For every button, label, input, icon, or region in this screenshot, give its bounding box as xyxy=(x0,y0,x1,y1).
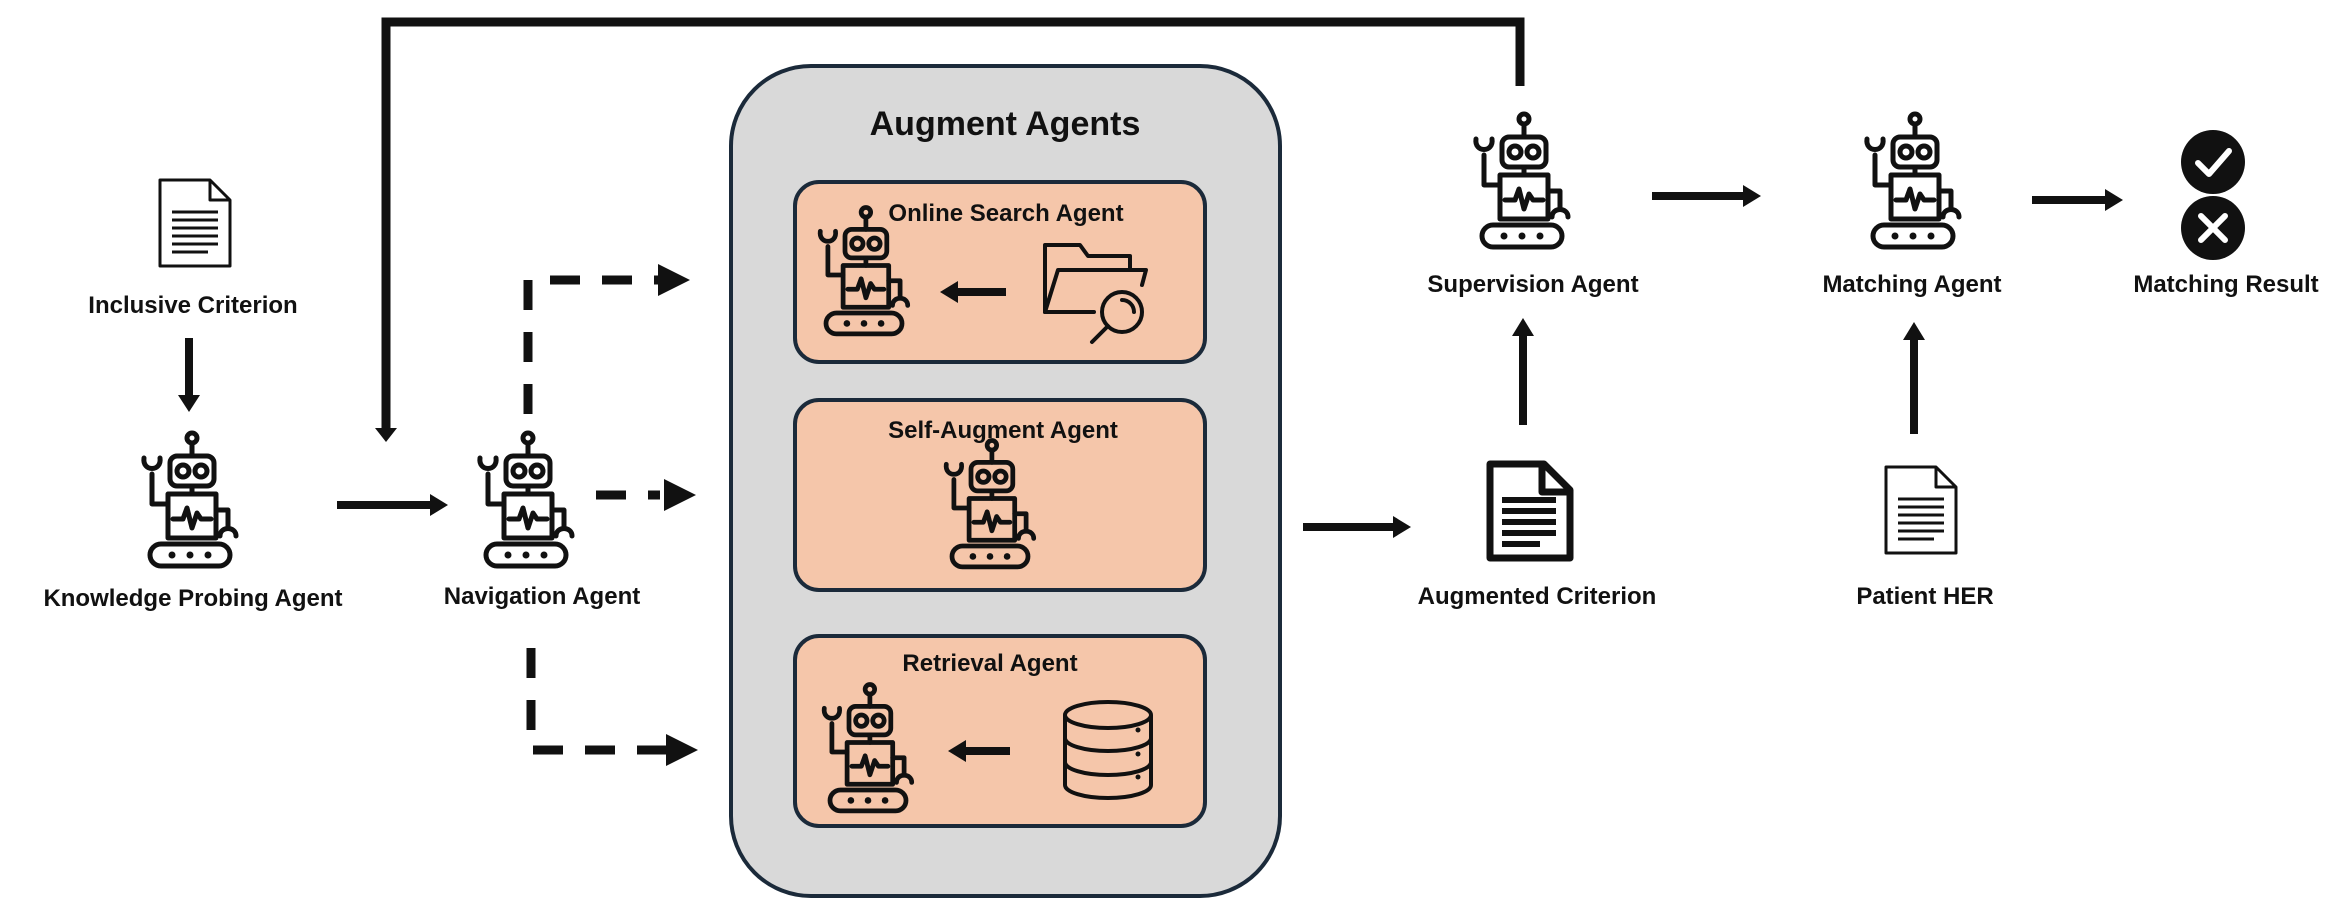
inclusive-criterion-label: Inclusive Criterion xyxy=(88,292,297,319)
supervision-agent-label: Supervision Agent xyxy=(1427,271,1638,298)
dashed-route-self-augment xyxy=(596,479,696,511)
arrow-criterion-to-probing xyxy=(178,338,200,412)
arrow-left xyxy=(940,281,1006,303)
robot-icon xyxy=(480,433,572,566)
augmented-criterion-node: Augmented Criterion xyxy=(1418,460,1657,610)
document-icon xyxy=(1486,460,1574,562)
matching-result-label: Matching Result xyxy=(2133,271,2318,298)
matching-agent-node: Matching Agent xyxy=(1822,114,2002,298)
arrow-group-to-augmented xyxy=(1303,516,1411,538)
patient-her-label: Patient HER xyxy=(1856,583,1993,610)
arrow-patient-to-matching xyxy=(1903,322,1925,434)
matching-result-node: Matching Result xyxy=(2133,130,2319,298)
knowledge-probing-agent-label: Knowledge Probing Agent xyxy=(43,585,342,612)
inclusive-criterion-node: Inclusive Criterion xyxy=(88,178,298,319)
augmented-criterion-label: Augmented Criterion xyxy=(1418,583,1657,610)
cross-icon xyxy=(2181,196,2245,260)
robot-icon xyxy=(144,433,236,566)
self-augment-agent-label: Self-Augment Agent xyxy=(888,417,1118,444)
check-icon xyxy=(2181,130,2245,194)
augment-agents-group: Augment Agents Online Search Agent xyxy=(729,64,1282,898)
feedback-loop-arrow xyxy=(375,17,1525,442)
folder-search-icon xyxy=(1043,243,1148,344)
dashed-route-online-search xyxy=(523,264,690,414)
document-icon xyxy=(158,178,232,268)
online-search-agent-box: Online Search Agent xyxy=(793,180,1207,364)
arrow-augmented-to-supervision xyxy=(1512,318,1534,425)
arrow-probing-to-navigation xyxy=(337,494,448,516)
navigation-agent-node: Navigation Agent xyxy=(444,433,640,610)
augment-agents-title: Augment Agents xyxy=(870,105,1141,143)
document-icon xyxy=(1884,465,1958,555)
dashed-route-retrieval xyxy=(526,648,698,766)
robot-icon xyxy=(1867,114,1959,247)
retrieval-agent-label: Retrieval Agent xyxy=(902,650,1077,677)
online-search-agent-label: Online Search Agent xyxy=(888,200,1123,227)
arrow-left xyxy=(948,740,1010,762)
matching-agent-label: Matching Agent xyxy=(1822,271,2001,298)
self-augment-agent-box: Self-Augment Agent xyxy=(793,398,1207,592)
knowledge-probing-agent-node: Knowledge Probing Agent xyxy=(43,433,343,612)
retrieval-agent-box: Retrieval Agent xyxy=(793,634,1207,828)
robot-icon xyxy=(1476,114,1568,247)
arrow-supervision-to-matching xyxy=(1652,185,1761,207)
navigation-agent-label: Navigation Agent xyxy=(444,583,640,610)
patient-her-node: Patient HER xyxy=(1856,465,1994,610)
database-icon xyxy=(1063,700,1153,800)
arrow-matching-to-result xyxy=(2032,189,2123,211)
supervision-agent-node: Supervision Agent xyxy=(1427,114,1639,298)
